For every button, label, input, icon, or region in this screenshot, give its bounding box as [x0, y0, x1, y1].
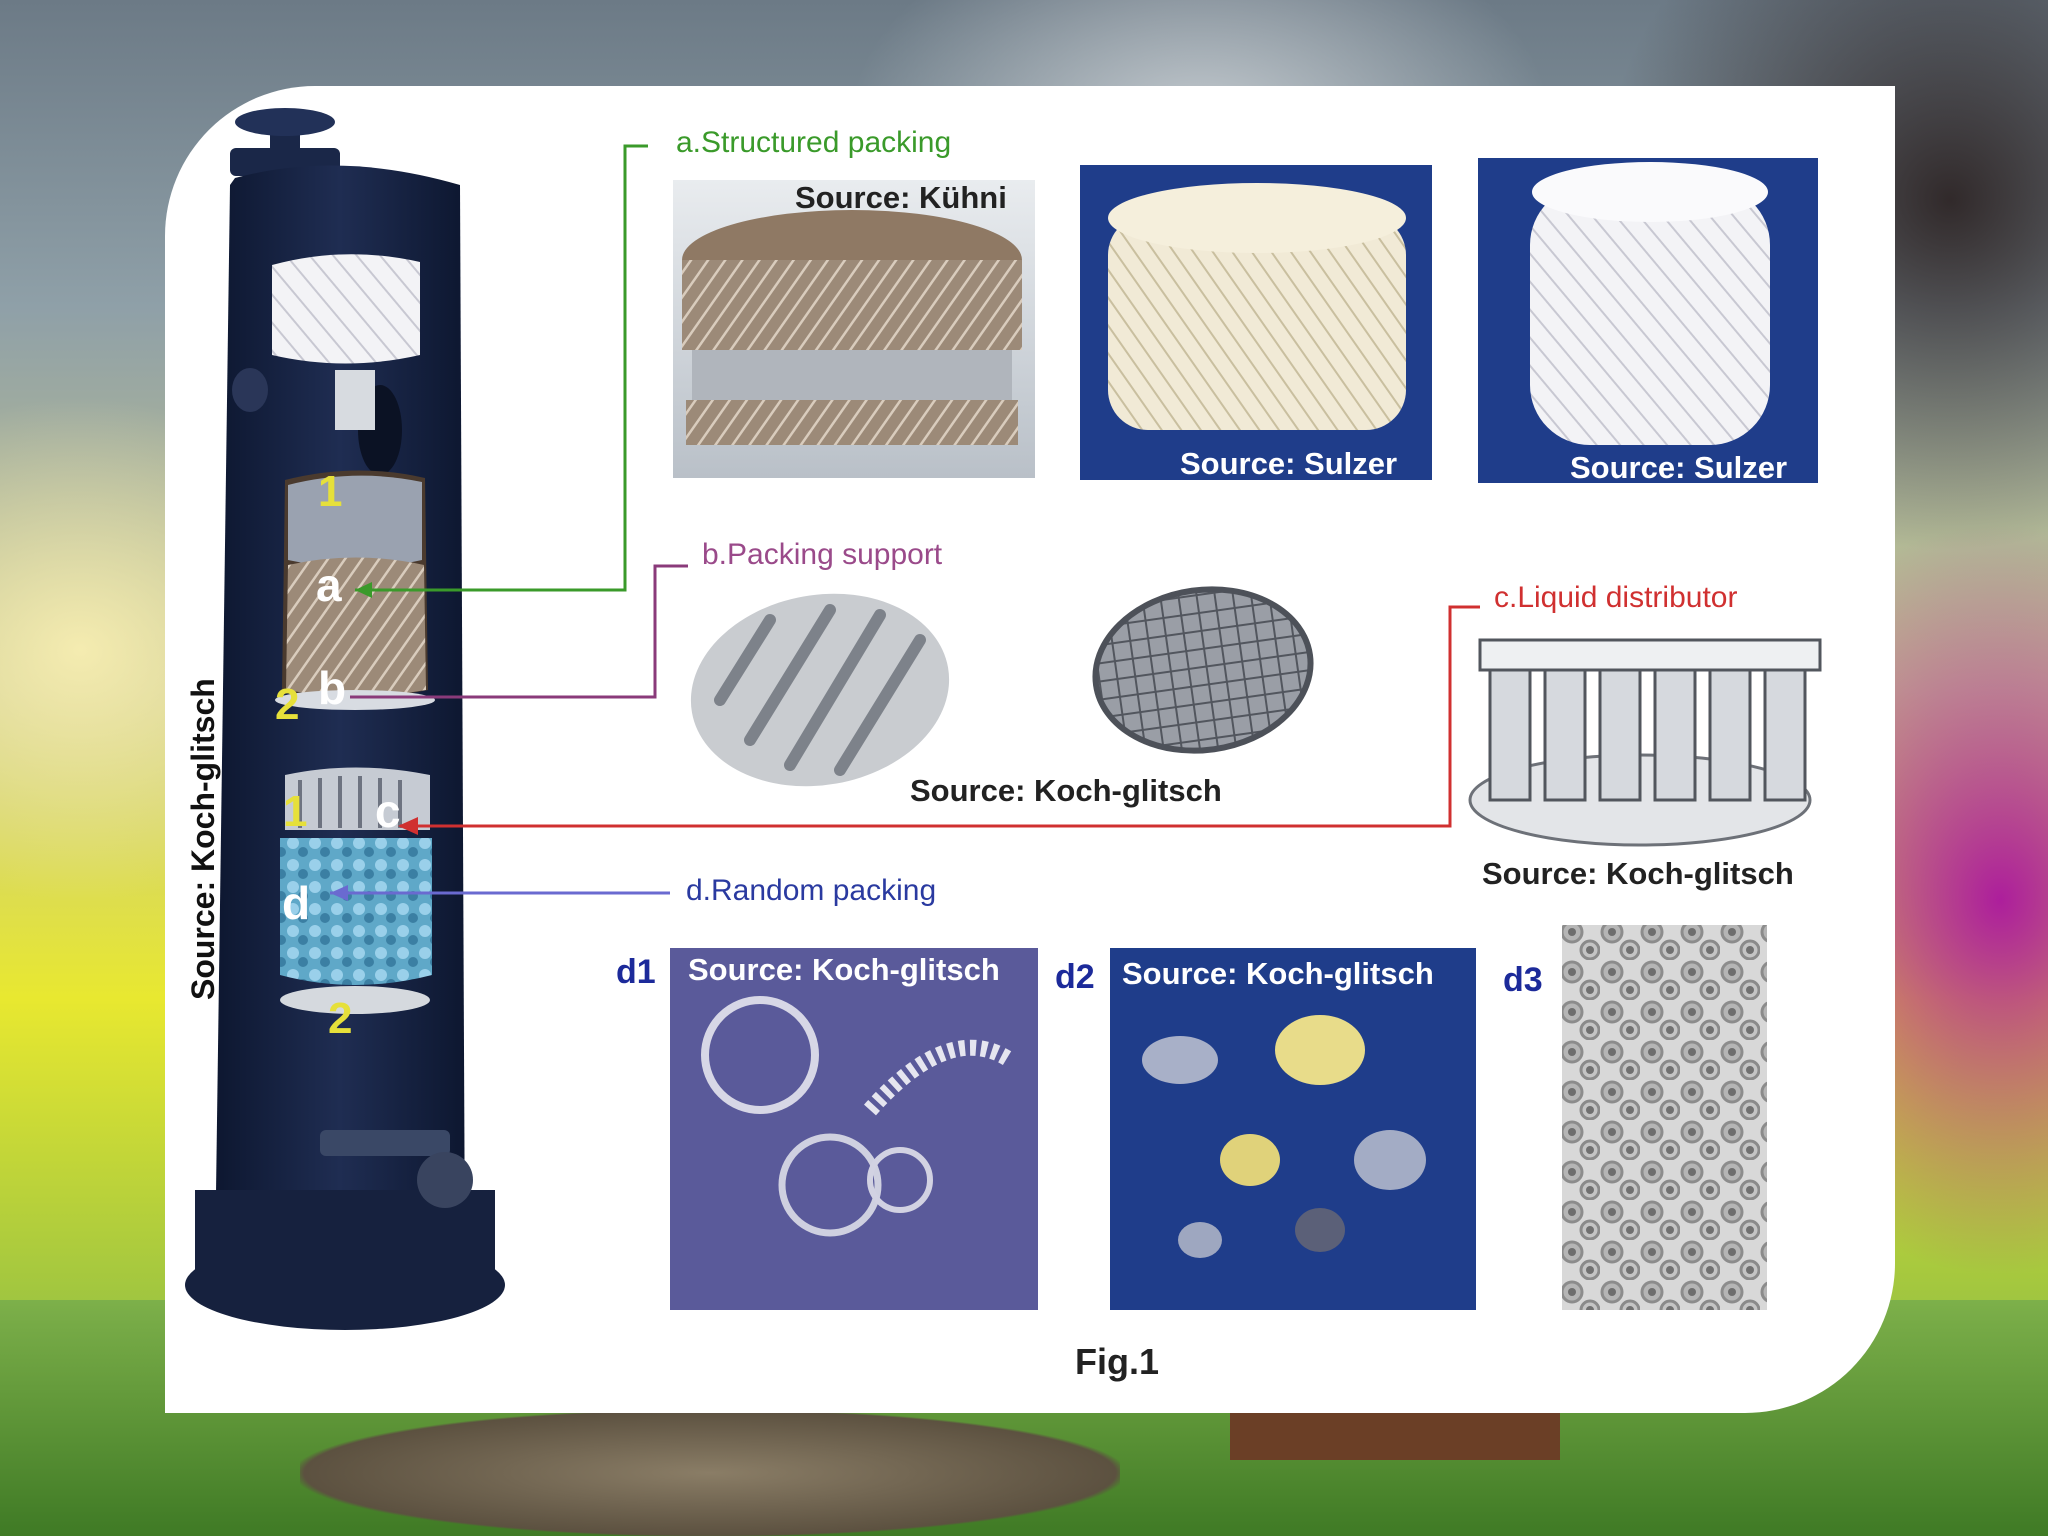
column-label-b: b: [318, 662, 347, 714]
section-a-source-kuhni: Source: Kühni: [795, 180, 1007, 215]
section-b-title: b.Packing support: [702, 538, 943, 571]
random-packing-label-d2: d2: [1055, 958, 1095, 996]
photo-random-packing-d2: [1110, 948, 1476, 1310]
section-a-title: a.Structured packing: [676, 126, 952, 159]
column-label-c: c: [375, 785, 401, 837]
leader-arrow-d: [330, 885, 348, 901]
section-c-title: c.Liquid distributor: [1494, 581, 1738, 614]
random-packing-label-d3: d3: [1503, 961, 1543, 999]
column-label-d: d: [282, 877, 311, 929]
section-a-source-sulzer-1: Source: Sulzer: [1180, 446, 1398, 481]
section-b-source: Source: Koch-glitsch: [910, 773, 1222, 808]
photo-sulzer-packing-2: [1478, 158, 1818, 483]
photo-random-packing-d3: [1562, 925, 1767, 1310]
leader-arrow-c: [398, 817, 418, 835]
section-d-title: d.Random packing: [686, 874, 937, 907]
leader-arrow-a: [355, 582, 372, 598]
leader-line-b: [350, 564, 688, 699]
leader-line-a: [355, 144, 648, 592]
figure-caption: Fig.1: [1075, 1341, 1160, 1382]
photo-random-packing-d1: [670, 948, 1038, 1310]
column-label-2-top: 2: [275, 680, 300, 729]
section-c-source: Source: Koch-glitsch: [1482, 856, 1794, 891]
background-stream: [300, 1410, 1120, 1536]
photo-packing-support-bars: [690, 593, 950, 787]
column-label-2-bottom: 2: [328, 994, 353, 1043]
column-label-a: a: [316, 559, 342, 611]
photo-packing-support-grid: [1092, 586, 1314, 754]
photo-sulzer-packing-1: [1080, 165, 1432, 480]
random-packing-source-d2: Source: Koch-glitsch: [1122, 956, 1434, 991]
packed-column: [185, 108, 505, 1330]
photo-kuhni-structured-packing: [673, 180, 1035, 478]
column-label-1-mid: 1: [283, 787, 308, 836]
photo-liquid-distributor: [1468, 638, 1822, 847]
random-packing-label-d1: d1: [616, 953, 656, 991]
random-packing-source-d1: Source: Koch-glitsch: [688, 952, 1000, 987]
column-label-1-top: 1: [318, 467, 343, 516]
section-a-source-sulzer-2: Source: Sulzer: [1570, 450, 1788, 485]
leader-line-c: [400, 605, 1480, 828]
column-source-label: Source: Koch-glitsch: [185, 678, 221, 1000]
